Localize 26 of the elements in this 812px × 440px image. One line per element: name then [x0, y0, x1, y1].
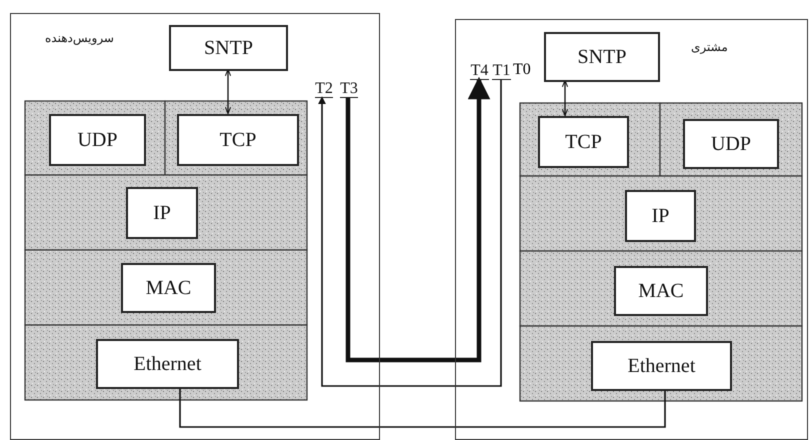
layer-box: IP — [126, 187, 198, 239]
device-frame — [455, 19, 808, 440]
device-title: مشتری — [691, 40, 728, 54]
arrow — [562, 80, 568, 116]
layer-box: TCP — [177, 114, 299, 166]
arrow — [346, 76, 490, 362]
layer-box: SNTP — [169, 25, 288, 71]
timestamp-label: T2 — [315, 81, 333, 98]
timestamp-label: T1 — [492, 63, 511, 80]
layer-box: UDP — [683, 119, 779, 169]
layer-box: Ethernet — [591, 341, 732, 391]
connector-line — [179, 388, 666, 428]
timestamp-label: T4 — [470, 63, 489, 80]
timestamp-label: T0 — [513, 62, 531, 78]
layer-box: MAC — [614, 266, 708, 316]
timestamp-label: T3 — [340, 81, 358, 98]
arrow — [318, 79, 502, 387]
layer-box: TCP — [538, 116, 629, 168]
layer-box: Ethernet — [96, 339, 239, 389]
arrow — [224, 68, 232, 114]
device-frame — [10, 13, 380, 440]
layer-box: UDP — [49, 114, 146, 166]
layer-box: SNTP — [544, 32, 660, 82]
layer-box: IP — [625, 190, 696, 242]
device-title: سرویس‌دهنده — [45, 31, 114, 45]
layer-box: MAC — [121, 263, 216, 313]
